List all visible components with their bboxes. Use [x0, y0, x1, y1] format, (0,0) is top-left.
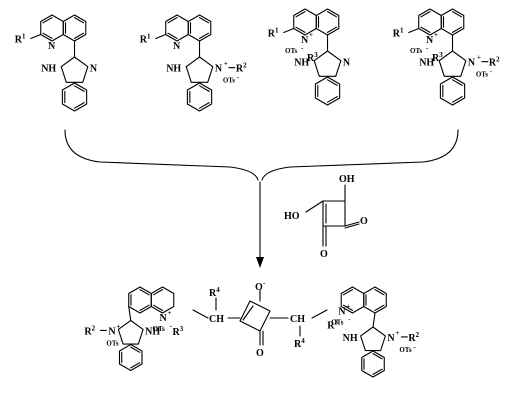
nh-label: NH	[294, 58, 309, 69]
benzene-ring	[363, 286, 387, 314]
imidazole-ring	[185, 56, 214, 83]
r4-label: R4	[209, 286, 220, 299]
r2-label: R2	[489, 56, 500, 69]
ch-label: CH	[290, 314, 305, 325]
quinoline-n-label: N	[301, 35, 309, 46]
benzene-ring	[128, 286, 152, 314]
pyridine-ring	[340, 286, 365, 314]
benzo-ring	[186, 82, 213, 112]
r3-label: R3	[173, 325, 184, 338]
r2-label: R2	[236, 62, 247, 75]
oxide-label: O	[255, 282, 263, 293]
r3-label: R3	[432, 51, 443, 64]
quinolinium-n-label: N	[160, 313, 168, 324]
plus-sign: +	[395, 329, 399, 337]
oxo-label: O	[360, 216, 368, 227]
minus-sign: -	[237, 74, 240, 82]
ots-label: OTs	[410, 47, 422, 55]
minus-sign: -	[301, 44, 304, 52]
r3-label: R3	[307, 51, 318, 64]
plus-sign: +	[434, 31, 438, 39]
r1-label: R1	[393, 27, 404, 40]
oh-label: OH	[339, 174, 355, 185]
reaction-arrow	[256, 181, 264, 268]
r2-label: R2	[84, 324, 95, 337]
squaraine-product: O - O CH R4 CH R4 N+OTs-R3NHN+R2OTs-N+OT…	[84, 279, 420, 378]
squaric-acid: OH HO O O	[284, 174, 368, 260]
imidazole-n-label: N	[343, 58, 351, 69]
benzo-ring	[314, 76, 341, 106]
minus-sign: -	[426, 44, 429, 52]
imidazolium-n-label: N	[108, 326, 116, 337]
oxo-label: O	[256, 348, 264, 359]
ho-label: HO	[284, 211, 300, 222]
pyridine-ring	[165, 14, 189, 42]
ots-label: OTs	[106, 339, 118, 347]
quinoline-n-label: N	[426, 35, 434, 46]
minus-sign: -	[413, 343, 416, 351]
minus-sign: -	[120, 336, 123, 344]
minus-sign: -	[263, 279, 266, 287]
r1-label: R1	[15, 33, 26, 46]
nh-label: NH	[145, 326, 160, 337]
imidazole-n-label: N	[468, 58, 476, 69]
r2-label: R2	[408, 331, 419, 344]
plus-sign: +	[346, 303, 350, 311]
r3-label: R3	[327, 319, 338, 332]
imidazole-ring	[313, 50, 342, 77]
imidazole-ring	[438, 50, 467, 77]
nh-label: NH	[419, 58, 434, 69]
minus-sign: -	[348, 316, 351, 324]
r1-label: R1	[140, 33, 151, 46]
imidazole-ring	[60, 56, 89, 83]
ots-label: OTs	[399, 346, 411, 354]
ots-label: OTs	[331, 319, 343, 327]
minus-sign: -	[490, 68, 493, 76]
quinoline-n-label: N	[48, 41, 56, 52]
oxo-label: O	[320, 249, 328, 260]
nh-label: NH	[343, 333, 358, 344]
r4-label: R4	[294, 337, 305, 350]
ots-label: OTs	[153, 325, 165, 333]
benzo-ring	[61, 82, 88, 112]
imidazole-ring	[360, 326, 386, 352]
benzene-ring	[440, 8, 465, 36]
nh-label: NH	[41, 64, 56, 75]
pyridine-ring	[150, 286, 175, 314]
converging-brace	[64, 129, 459, 181]
benzene-ring	[315, 8, 340, 36]
plus-sign: +	[224, 60, 228, 68]
imidazole-n-label: N	[215, 64, 223, 75]
minus-sign: -	[170, 322, 173, 330]
ots-label: OTs	[223, 77, 235, 85]
benzene-ring	[187, 14, 212, 42]
ots-label: OTs	[285, 47, 297, 55]
plus-sign: +	[477, 54, 481, 62]
plus-sign: +	[309, 31, 313, 39]
plus-sign: +	[116, 322, 120, 330]
nh-label: NH	[166, 64, 181, 75]
benzene-ring	[62, 14, 87, 42]
r1-label: R1	[268, 27, 279, 40]
quinoline-n-label: N	[173, 41, 181, 52]
plus-sign: +	[168, 309, 172, 317]
quinolinium-n-label: N	[338, 307, 346, 318]
benzo-ring	[118, 343, 143, 372]
imidazole-n-label: N	[90, 64, 98, 75]
pyridine-ring	[40, 14, 64, 42]
imidazolium-n-label: N	[387, 333, 395, 344]
ots-label: OTs	[476, 71, 488, 79]
benzo-ring	[439, 76, 466, 106]
benzo-ring	[361, 350, 385, 378]
ch-label: CH	[209, 314, 224, 325]
quinolinyl-benzimidazole: R1N NH N	[15, 14, 98, 112]
